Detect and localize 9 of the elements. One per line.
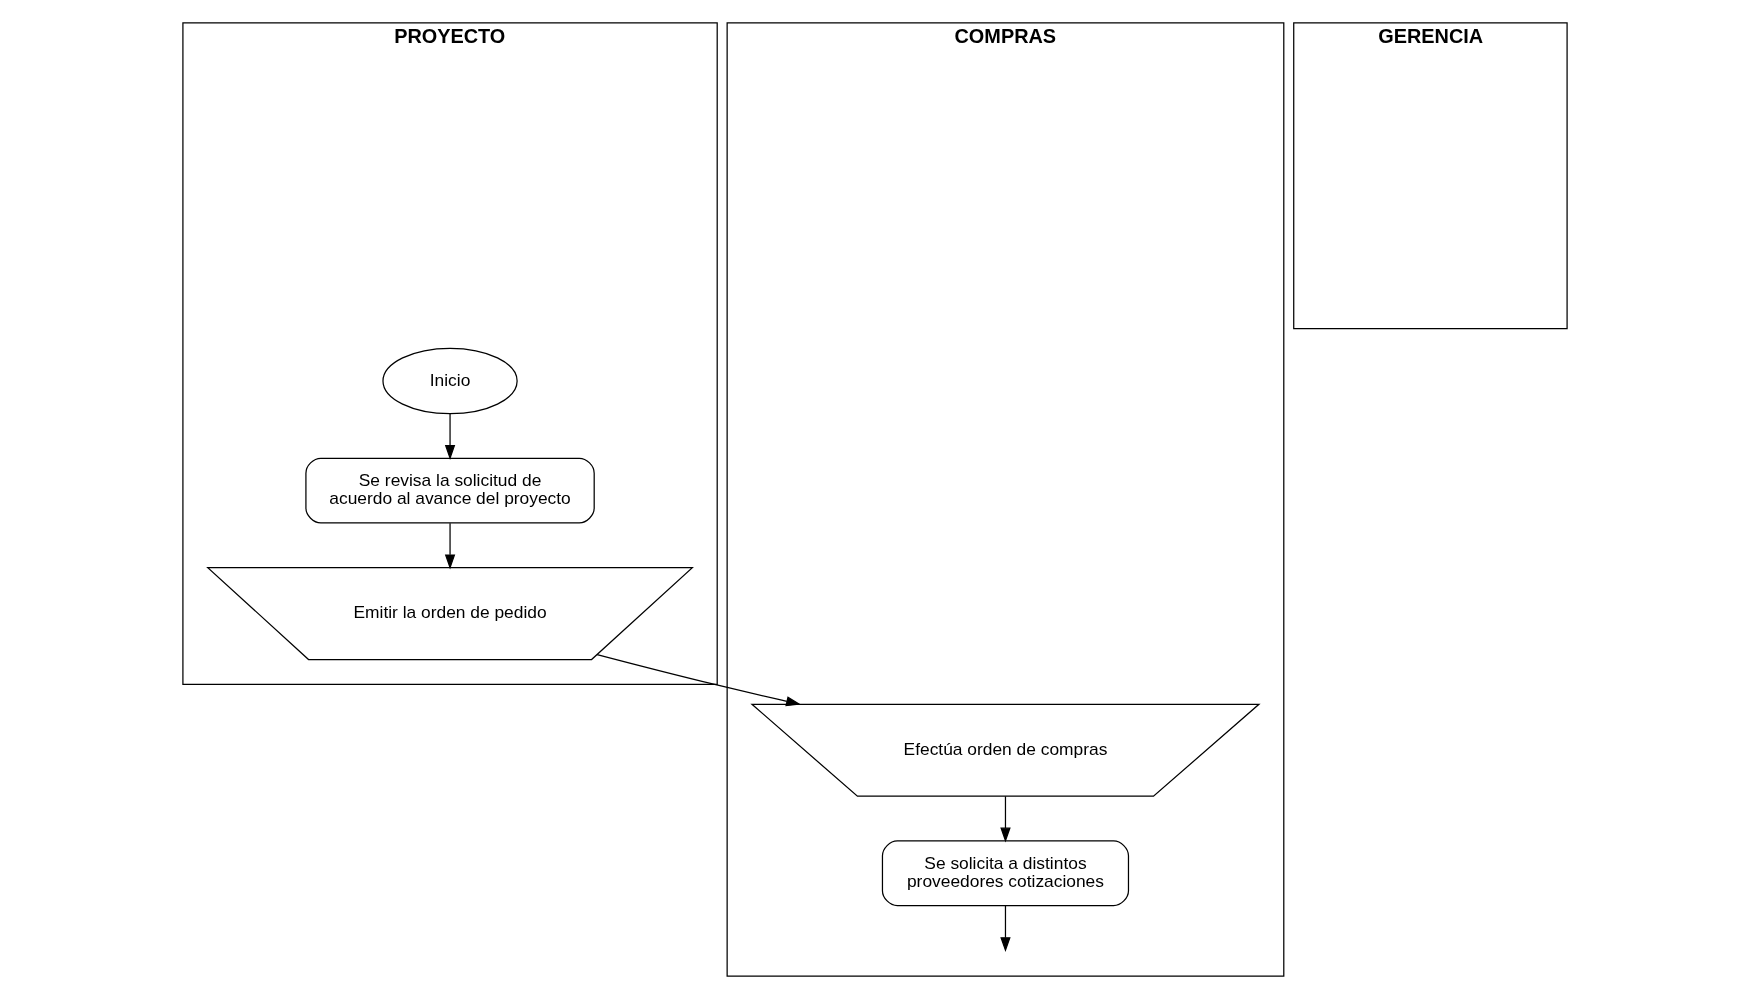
arrow <box>1000 795 1011 843</box>
node-box: Se solicita a distintos proveedores cotizaciones <box>881 840 1130 907</box>
arrow <box>1000 905 1011 953</box>
arrow <box>444 522 456 570</box>
node-ellipse: Inicio <box>382 347 518 415</box>
node-box: Se revisa la solicitud de acuerdo al avance del proyecto <box>305 457 595 524</box>
arrow <box>444 413 456 460</box>
arrow <box>596 653 801 707</box>
node-box: GERENCIA <box>1293 22 1568 330</box>
